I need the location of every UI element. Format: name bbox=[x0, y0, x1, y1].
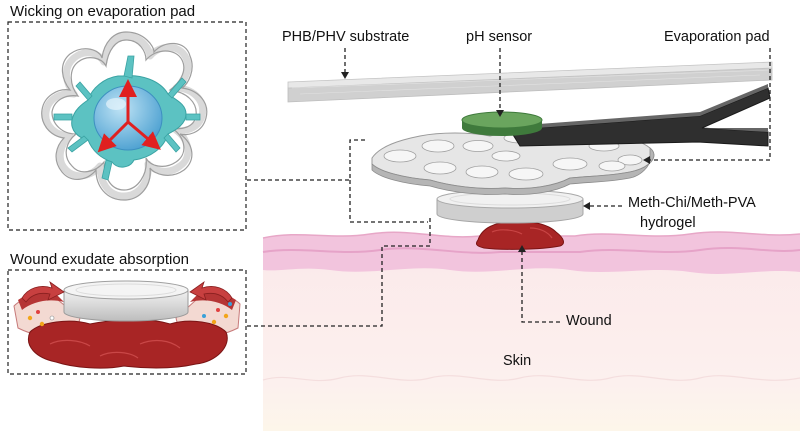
absorption-panel bbox=[7, 269, 247, 375]
skin-layers bbox=[262, 231, 800, 431]
wicking-panel bbox=[7, 21, 247, 231]
wicking-fluid-branches bbox=[53, 55, 201, 181]
wicking-panel-connector bbox=[247, 139, 366, 181]
absorption-wound bbox=[28, 319, 228, 369]
droplet-highlight bbox=[106, 98, 126, 110]
absorption-hydrogel bbox=[63, 280, 189, 322]
wicking-arrows bbox=[97, 79, 161, 153]
exudate-dots bbox=[27, 302, 232, 327]
ph-sensor-label: pH sensor bbox=[466, 29, 533, 45]
wicking-panel-title: Wicking on evaporation pad bbox=[10, 3, 196, 20]
evaporation-pad-pointer bbox=[650, 48, 771, 161]
hydrogel-label-line1: Meth-Chi/Meth-PVA bbox=[628, 195, 756, 211]
subdermis-line bbox=[262, 375, 800, 382]
substrate-strip bbox=[287, 61, 773, 103]
evaporation-pad-label: Evaporation pad bbox=[664, 29, 770, 45]
absorption-wound-texture bbox=[49, 339, 181, 359]
absorption-arrows bbox=[21, 280, 233, 303]
substrate-label: PHB/PHV substrate bbox=[282, 29, 410, 45]
pointer-arrowheads bbox=[341, 72, 650, 252]
wound-texture bbox=[491, 227, 553, 239]
absorption-panel-title: Wound exudate absorption bbox=[10, 251, 190, 268]
pointer-lines bbox=[247, 48, 771, 327]
sensor-channel bbox=[461, 84, 771, 147]
wound-pointer bbox=[521, 252, 560, 323]
hydrogel-label-line2: hydrogel bbox=[640, 215, 696, 231]
wicking-panel-connector-branch bbox=[349, 180, 428, 223]
epidermis-line bbox=[262, 247, 800, 254]
hydrogel-disc bbox=[436, 189, 584, 224]
wound-label: Wound bbox=[566, 313, 612, 329]
skin-label: Skin bbox=[503, 353, 532, 369]
ph-sensor-pad bbox=[461, 111, 543, 136]
